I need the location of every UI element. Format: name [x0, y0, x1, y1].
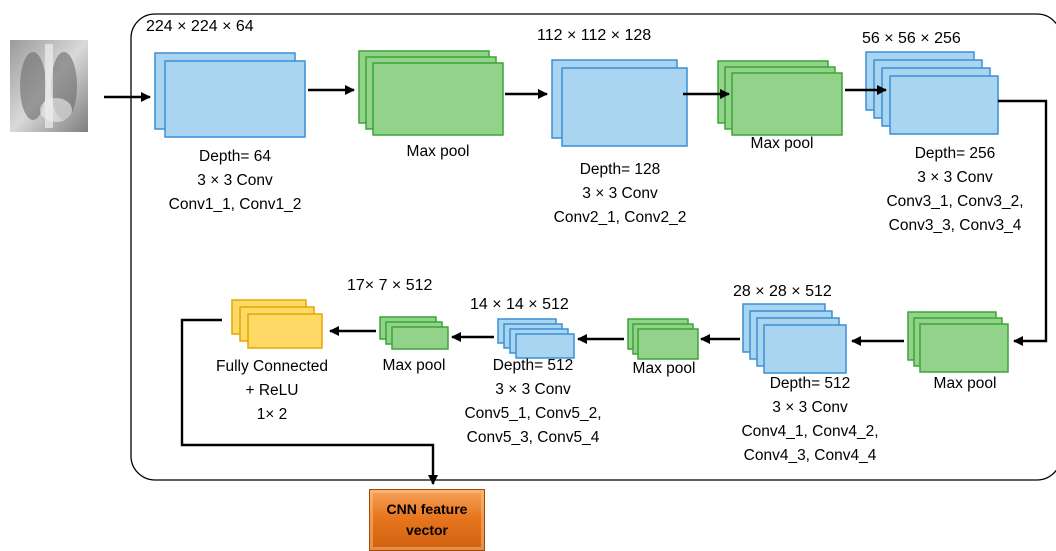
fc-label: Fully Connected — [215, 358, 328, 375]
flow-arrows — [104, 85, 1048, 485]
conv-block-4-caption: Depth= 512 3 × 3 Conv Conv4_1, Conv4_2, … — [725, 372, 895, 468]
output-label-line1: CNN feature — [386, 501, 468, 517]
dim-label-block2: 112 × 112 × 128 — [537, 27, 652, 44]
kernel-label: 3 × 3 Conv — [772, 399, 848, 416]
activation-label: + ReLU — [245, 382, 299, 399]
dim-label-block5: 14 × 14 × 512 — [470, 296, 569, 313]
layer-names: Conv4_3, Conv4_4 — [743, 447, 877, 464]
dim-label-pool5: 17× 7 × 512 — [347, 277, 433, 294]
layer-names: Conv5_3, Conv5_4 — [466, 429, 600, 446]
conv-block-5 — [497, 318, 575, 359]
layer-names: Conv3_1, Conv3_2, — [886, 193, 1024, 210]
kernel-label: 3 × 3 Conv — [197, 172, 273, 189]
max-pool-3 — [907, 311, 1009, 373]
depth-label: Depth= 512 — [769, 375, 851, 392]
dim-label-block4: 28 × 28 × 512 — [733, 283, 832, 300]
max-pool-2 — [717, 60, 843, 136]
output-size-label: 1× 2 — [256, 406, 288, 423]
layer-names: Conv5_1, Conv5_2, — [464, 405, 602, 422]
depth-label: Depth= 128 — [579, 161, 661, 178]
kernel-label: 3 × 3 Conv — [495, 381, 571, 398]
max-pool-2-label: Max pool — [750, 135, 814, 152]
max-pool-1 — [358, 50, 504, 136]
max-pool-4-label: Max pool — [632, 360, 696, 377]
conv-block-1-caption: Depth= 64 3 × 3 Conv Conv1_1, Conv1_2 — [160, 145, 310, 217]
kernel-label: 3 × 3 Conv — [917, 169, 993, 186]
max-pool-5-label: Max pool — [382, 357, 446, 374]
arrow-conv3-to-pool3 — [998, 99, 1048, 346]
depth-label: Depth= 64 — [199, 148, 271, 165]
chest-xray-image — [10, 40, 88, 132]
cnn-feature-vector-box: CNN feature vector — [369, 489, 485, 551]
fully-connected-caption: Fully Connected + ReLU 1× 2 — [192, 355, 352, 427]
depth-label: Depth= 256 — [914, 145, 996, 162]
max-pool-4 — [627, 318, 699, 360]
layer-names: Conv3_3, Conv3_4 — [888, 217, 1022, 234]
conv-block-4 — [742, 303, 847, 374]
layer-names: Conv2_1, Conv2_2 — [553, 209, 687, 226]
layer-names: Conv4_1, Conv4_2, — [741, 423, 879, 440]
dim-label-block3: 56 × 56 × 256 — [862, 30, 961, 47]
network-container — [130, 13, 1056, 481]
conv-block-1 — [154, 52, 306, 138]
conv-block-2-caption: Depth= 128 3 × 3 Conv Conv2_1, Conv2_2 — [540, 158, 700, 230]
conv-block-3-caption: Depth= 256 3 × 3 Conv Conv3_1, Conv3_2, … — [860, 142, 1050, 238]
layer-names: Conv1_1, Conv1_2 — [168, 196, 302, 213]
conv-block-2 — [551, 59, 688, 147]
max-pool-1-label: Max pool — [406, 143, 470, 160]
max-pool-3-label: Max pool — [933, 375, 997, 392]
fully-connected-layer — [231, 299, 323, 349]
arrow-fc-to-output — [180, 318, 438, 485]
depth-label: Depth= 512 — [492, 357, 574, 374]
output-label-line2: vector — [405, 522, 449, 538]
conv-block-3 — [865, 51, 999, 135]
conv-block-5-caption: Depth= 512 3 × 3 Conv Conv5_1, Conv5_2, … — [448, 354, 618, 450]
dim-label-block1: 224 × 224 × 64 — [146, 18, 254, 35]
kernel-label: 3 × 3 Conv — [582, 185, 658, 202]
max-pool-5 — [379, 316, 449, 350]
